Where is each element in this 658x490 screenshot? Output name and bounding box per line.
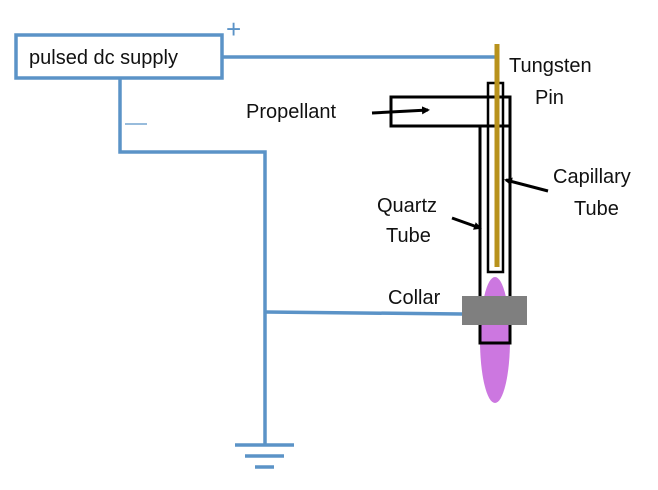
propellant-label: Propellant xyxy=(246,101,337,123)
propellant-arrow xyxy=(371,106,430,115)
quartz-tube xyxy=(478,126,512,345)
capillary-label: Capillary xyxy=(553,166,631,188)
pin-label: Pin xyxy=(535,87,564,109)
collar-label: Collar xyxy=(388,287,441,309)
quartz-label: Quartz xyxy=(377,195,437,217)
tungsten-label: Tungsten xyxy=(509,55,592,77)
capillary-arrow xyxy=(504,177,549,193)
negative-wire xyxy=(118,78,267,445)
collar xyxy=(462,296,527,325)
capillary-tube-label: Tube xyxy=(574,198,619,220)
supply-label: pulsed dc supply xyxy=(29,47,178,69)
collar-wire xyxy=(264,310,463,316)
quartz-arrow xyxy=(451,216,482,230)
quartz-tube-label: Tube xyxy=(386,225,431,247)
plasma-plume xyxy=(480,277,510,403)
plus-sign: + xyxy=(226,14,241,44)
